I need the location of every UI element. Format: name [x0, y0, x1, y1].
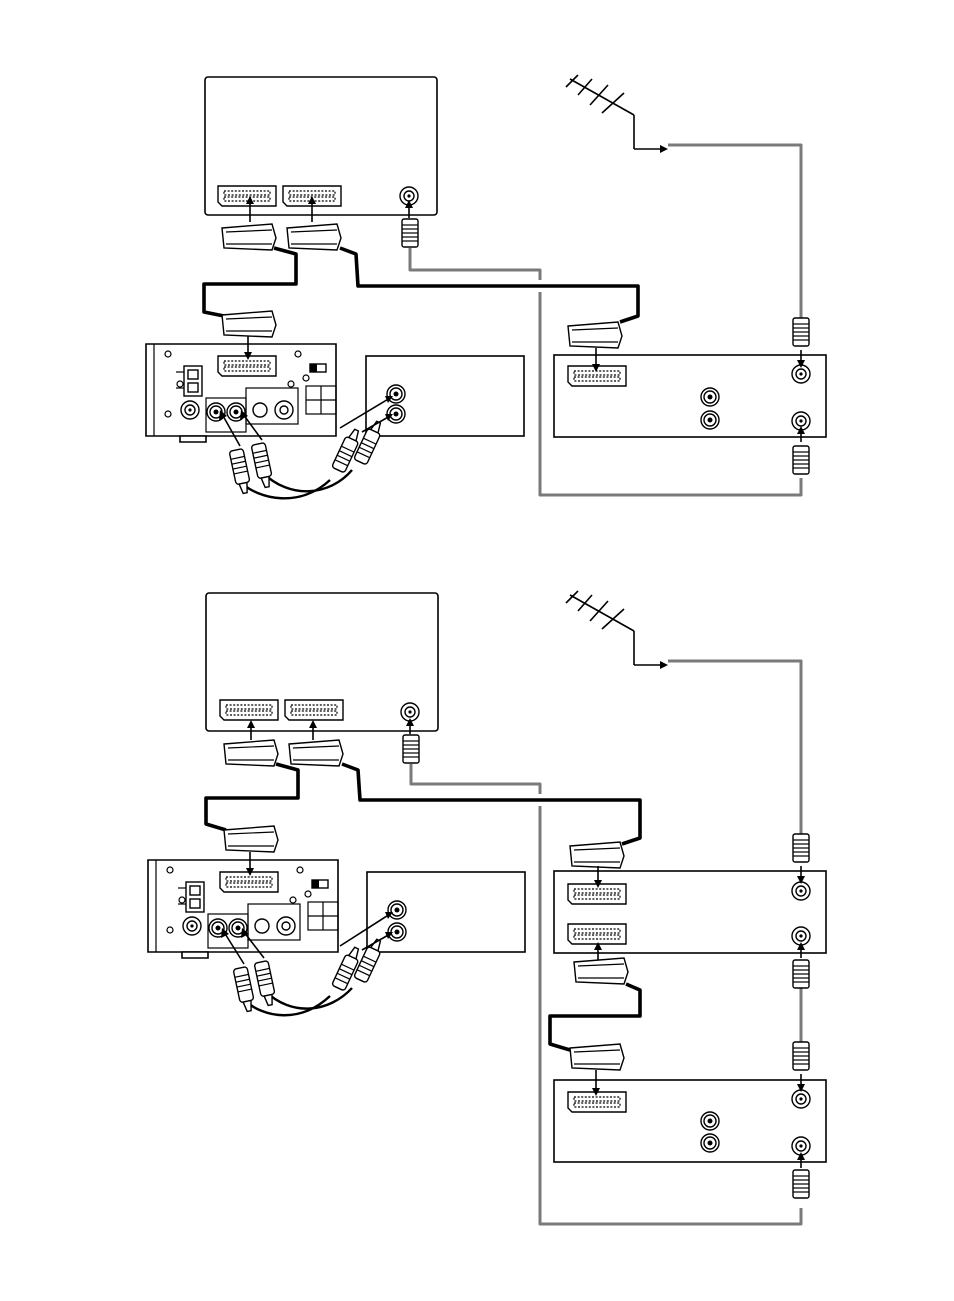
tv-scart-socket-1 — [220, 700, 278, 720]
scart-cable-recorder — [342, 764, 640, 844]
aerial-antenna-icon — [566, 591, 668, 669]
figure-setup-two-recorders — [148, 591, 826, 1224]
vcr1-antenna-in — [792, 882, 810, 900]
coax-plug — [793, 446, 809, 474]
scart-plug — [222, 224, 276, 250]
tv-rear-panel — [205, 77, 437, 215]
scart-cable-between-recorders — [550, 984, 640, 1050]
coax-plug — [402, 219, 418, 247]
vcr-audio-jack-2 — [701, 411, 719, 429]
rf-cable-tv — [410, 248, 540, 280]
vcr2-audio-jack-1 — [701, 1112, 719, 1130]
aerial-antenna-icon — [566, 75, 668, 153]
scart-plug — [222, 311, 276, 337]
coax-plug — [793, 834, 809, 862]
scart-plug — [568, 322, 622, 348]
scart-plug — [289, 740, 343, 766]
figure-setup-single-recorder — [146, 75, 826, 498]
scart-cable-main-unit — [204, 248, 296, 316]
main-unit-rear-panel — [146, 344, 336, 442]
rf-cable-tv — [411, 764, 540, 794]
rf-cable-aerial — [668, 661, 801, 834]
coax-plug — [793, 1042, 809, 1070]
scart-plug — [570, 1044, 624, 1070]
coax-plug — [793, 1170, 809, 1198]
scart-cable-recorder — [340, 248, 638, 322]
tv-rear-panel — [206, 593, 438, 731]
vcr-audio-jack-1 — [701, 388, 719, 406]
rf-cable-aerial — [668, 145, 801, 318]
audio-jack-1 — [388, 901, 406, 919]
scart-plug — [574, 958, 628, 984]
vcr1-scart-socket-1 — [568, 884, 626, 904]
vcr2-antenna-in — [792, 1090, 810, 1108]
scart-cable-main-unit — [206, 764, 298, 830]
vcr2-audio-jack-2 — [701, 1134, 719, 1152]
main-unit-rear-panel — [148, 860, 338, 958]
scart-plug — [224, 740, 278, 766]
scart-plug — [224, 826, 278, 852]
vcr1-scart-socket-2 — [568, 924, 626, 944]
coax-plug — [403, 735, 419, 763]
tv-scart-socket-2 — [285, 700, 343, 720]
scart-plug — [570, 842, 624, 868]
video-recorder-1-rear-panel — [554, 871, 826, 953]
coax-plug — [793, 318, 809, 346]
coax-plug — [793, 960, 809, 988]
scart-plug — [287, 224, 341, 250]
vcr2-scart-socket — [568, 1092, 626, 1112]
